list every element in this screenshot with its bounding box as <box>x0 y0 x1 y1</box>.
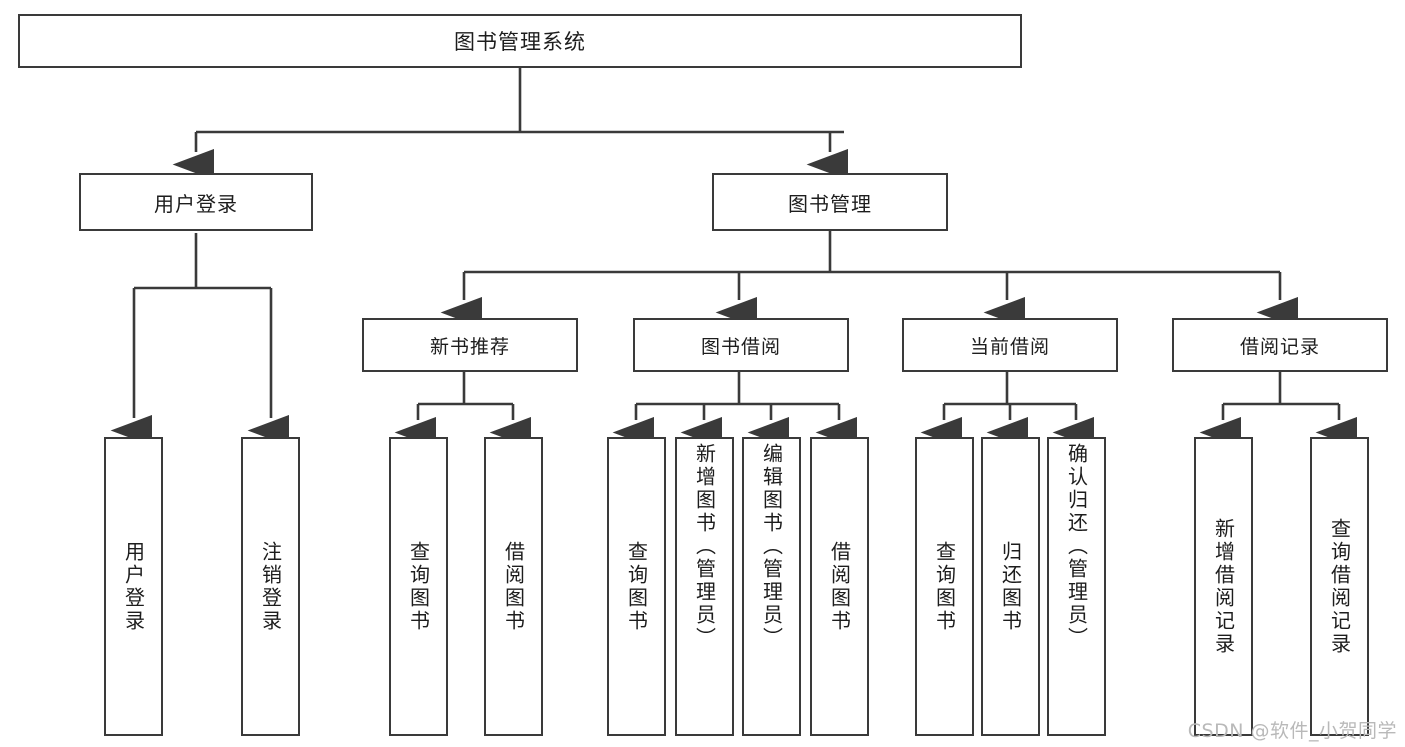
node-label: 图书管理 <box>788 191 872 216</box>
node-book-borrow[interactable]: 图书借阅 <box>633 318 849 372</box>
node-label: 查询图书 <box>932 540 957 633</box>
node-label: 借阅图书 <box>501 540 526 633</box>
node-label: 新书推荐 <box>429 335 510 358</box>
leaf-user-login[interactable]: 用户登录 <box>104 437 163 736</box>
node-label: 归还图书 <box>998 540 1023 633</box>
node-label: 图书管理系统 <box>454 30 586 54</box>
leaf-query-book-from-recommend[interactable]: 查询图书 <box>389 437 448 736</box>
leaf-add-book-admin[interactable]: 新增图书（管理员） <box>675 437 734 736</box>
leaf-edit-book-admin[interactable]: 编辑图书（管理员） <box>742 437 801 736</box>
leaf-logout-login[interactable]: 注销登录 <box>241 437 300 736</box>
node-current-borrow[interactable]: 当前借阅 <box>902 318 1118 372</box>
node-label: 借阅记录 <box>1239 335 1320 358</box>
node-label: 注销登录 <box>258 540 283 633</box>
node-label: 新增图书（管理员） <box>692 443 717 650</box>
leaf-query-book-from-current[interactable]: 查询图书 <box>915 437 974 736</box>
node-new-book-recommend[interactable]: 新书推荐 <box>362 318 578 372</box>
node-label: 用户登录 <box>154 191 238 216</box>
leaf-add-borrow-record[interactable]: 新增借阅记录 <box>1194 437 1253 736</box>
node-label: 当前借阅 <box>969 335 1050 358</box>
node-label: 查询图书 <box>624 540 649 633</box>
node-label: 编辑图书（管理员） <box>759 443 784 650</box>
node-label: 查询图书 <box>406 540 431 633</box>
leaf-borrow-book-from-borrow[interactable]: 借阅图书 <box>810 437 869 736</box>
node-book-management[interactable]: 图书管理 <box>712 173 948 231</box>
leaf-return-book[interactable]: 归还图书 <box>981 437 1040 736</box>
node-root-book-management-system[interactable]: 图书管理系统 <box>18 14 1022 68</box>
leaf-query-borrow-record[interactable]: 查询借阅记录 <box>1310 437 1369 736</box>
node-user-login[interactable]: 用户登录 <box>79 173 313 231</box>
node-label: 查询借阅记录 <box>1327 517 1352 656</box>
leaf-borrow-book-from-recommend[interactable]: 借阅图书 <box>484 437 543 736</box>
node-label: 图书借阅 <box>700 335 781 358</box>
node-label: 新增借阅记录 <box>1211 517 1236 656</box>
node-label: 用户登录 <box>121 540 146 633</box>
leaf-confirm-return-admin[interactable]: 确认归还（管理员） <box>1047 437 1106 736</box>
node-borrow-record[interactable]: 借阅记录 <box>1172 318 1388 372</box>
leaf-query-book-from-borrow[interactable]: 查询图书 <box>607 437 666 736</box>
node-label: 借阅图书 <box>827 540 852 633</box>
node-label: 确认归还（管理员） <box>1064 443 1089 650</box>
